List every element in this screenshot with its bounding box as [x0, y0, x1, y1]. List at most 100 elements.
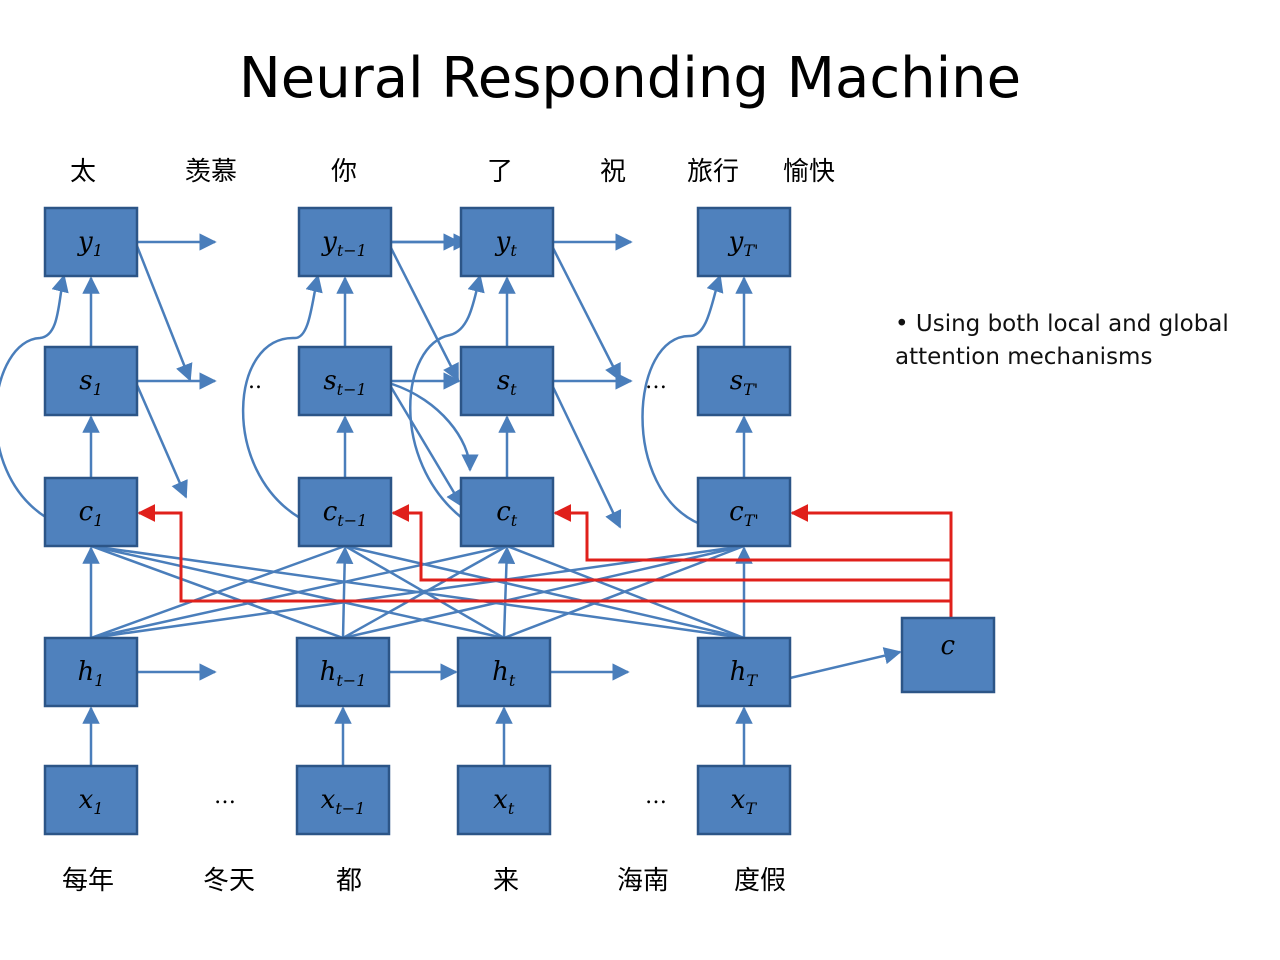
- node-x-0: x1: [43, 764, 139, 836]
- node-h-0-label: h1: [78, 657, 105, 690]
- node-h-0-symbol: h: [78, 657, 95, 687]
- edge-h-to-c: [497, 546, 516, 639]
- global-context-to-ct: [553, 504, 951, 562]
- node-s-0-label: s1: [79, 366, 103, 399]
- edge-h-to-c: [335, 546, 354, 639]
- node-h-1-box: [295, 636, 391, 708]
- node-s-1-symbol: s: [323, 366, 336, 396]
- attention-link: [506, 544, 745, 640]
- node-c-0-box: [43, 476, 139, 548]
- node-y-3-symbol: y: [728, 227, 744, 257]
- node-s-1-box: [297, 345, 393, 417]
- node-c-0-symbol: c: [79, 497, 94, 527]
- node-c-0-subscript: 1: [93, 511, 103, 530]
- node-s-3-box: [696, 345, 792, 417]
- node-c-2-symbol: c: [496, 497, 511, 527]
- node-x-2-symbol: x: [493, 785, 508, 815]
- node-h-3-label: hT: [730, 657, 759, 690]
- bullet-marker: •: [895, 311, 909, 337]
- node-x-2-subscript: t: [508, 799, 515, 818]
- edge-c-to-y-curve: [241, 274, 323, 520]
- edge-hT-to-c: [789, 647, 902, 680]
- node-c-1-label: ct−1: [323, 497, 368, 530]
- node-global-context-label: c: [941, 631, 956, 661]
- node-s-2-subscript: t: [510, 380, 517, 399]
- node-c-1-symbol: c: [323, 497, 338, 527]
- node-h-2-symbol: h: [492, 657, 509, 687]
- edge-s-to-c-attn: [391, 382, 479, 472]
- node-c-0-label: c1: [79, 497, 104, 530]
- node-s-0-box: [43, 345, 139, 417]
- node-h-0-box: [43, 636, 139, 708]
- edge-s-to-next-c: [551, 386, 622, 529]
- input-word: 海南: [617, 866, 669, 896]
- node-x-1-symbol: x: [321, 785, 336, 815]
- ellipsis: ..: [248, 369, 262, 394]
- edge-s-to-next-c: [389, 386, 464, 508]
- edge-c-to-y-curve: [0, 274, 69, 520]
- node-c-0: c1: [43, 476, 139, 548]
- edge-y-to-next-s: [389, 247, 460, 382]
- bullet-text: Using both local and global attention me…: [895, 311, 1229, 370]
- node-x-3-subscript: T: [745, 799, 757, 818]
- node-s-2-label: st: [497, 366, 517, 399]
- output-word: 太: [70, 157, 96, 187]
- output-word: 旅行: [687, 157, 739, 187]
- node-x-0-symbol: x: [79, 785, 94, 815]
- node-c-3-box: [696, 476, 792, 548]
- node-h-1: ht−1: [295, 636, 391, 708]
- node-y-3-subscript: T': [743, 241, 758, 260]
- node-y-2-subscript: t: [510, 241, 517, 260]
- node-c-3-symbol: c: [729, 497, 744, 527]
- node-s-0: s1: [43, 345, 139, 417]
- node-x-3-box: [696, 764, 792, 836]
- node-y-2-symbol: y: [495, 227, 511, 257]
- global-context-to-c1: [137, 504, 951, 603]
- node-s-2-box: [459, 345, 555, 417]
- node-x-1-box: [295, 764, 391, 836]
- node-global-context-box: [900, 616, 996, 694]
- global-context-to-ct-1: [391, 504, 951, 582]
- edge-c-to-y-curve: [409, 274, 485, 519]
- node-y-3: yT': [696, 206, 792, 278]
- node-global-context: c: [900, 616, 996, 694]
- node-h-2-label: ht: [492, 657, 516, 690]
- slide-title: Neural Responding Machine: [238, 46, 1022, 111]
- attention-link: [90, 544, 505, 640]
- ellipsis: …: [645, 369, 667, 394]
- node-s-1-subscript: t−1: [337, 380, 367, 399]
- node-y-1: yt−1: [297, 206, 393, 278]
- node-c-2: ct: [459, 476, 555, 548]
- node-c-3: cT': [696, 476, 792, 548]
- bullet-note: • Using both local and global attention …: [895, 308, 1255, 374]
- attention-link: [90, 544, 344, 640]
- node-s-3: sT': [696, 345, 792, 417]
- attention-link: [90, 544, 745, 640]
- node-y-2-label: yt: [495, 227, 518, 260]
- node-y-0-subscript: 1: [93, 241, 103, 260]
- node-y-1-symbol: y: [321, 227, 337, 257]
- node-c-2-subscript: t: [511, 511, 518, 530]
- node-h-2-subscript: t: [509, 671, 516, 690]
- node-h-1-subscript: t−1: [336, 671, 366, 690]
- output-word: 愉快: [783, 157, 835, 187]
- node-x-0-box: [43, 764, 139, 836]
- node-x-2-label: xt: [493, 785, 515, 818]
- edge-y-to-next-s: [551, 247, 622, 382]
- node-s-1-label: st−1: [323, 366, 366, 399]
- node-s-2: st: [459, 345, 555, 417]
- node-h-2-box: [456, 636, 552, 708]
- input-word: 每年: [62, 866, 114, 896]
- node-s-2-symbol: s: [497, 366, 510, 396]
- word-labels: 太羡慕你了祝旅行愉快每年冬天都来海南度假..………: [62, 157, 835, 896]
- node-y-3-label: yT': [728, 227, 759, 260]
- node-c-2-label: ct: [496, 497, 518, 530]
- node-c-1-box: [297, 476, 393, 548]
- attention-link: [344, 544, 745, 640]
- node-h-3-subscript: T: [746, 671, 758, 690]
- node-h-1-label: ht−1: [320, 657, 367, 690]
- node-h-0: h1: [43, 636, 139, 708]
- node-h-3: hT: [696, 636, 792, 708]
- node-s-3-subscript: T': [743, 380, 758, 399]
